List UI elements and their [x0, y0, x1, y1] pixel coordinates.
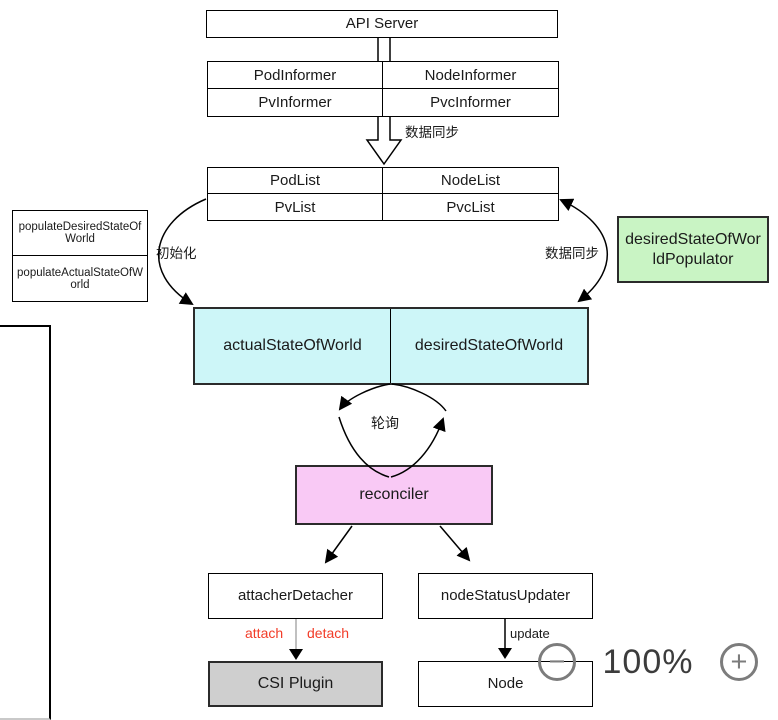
node-informer-cell: NodeInformer — [383, 62, 558, 89]
state-of-world-box: actualStateOfWorld desiredStateOfWorld — [193, 307, 589, 385]
attacher-detacher-label: attacherDetacher — [237, 586, 354, 604]
polling-loop-top-left — [338, 383, 391, 411]
node-list-cell: NodeList — [383, 168, 558, 194]
pv-informer-cell: PvInformer — [208, 89, 383, 116]
csi-plugin-label: CSI Plugin — [257, 675, 334, 692]
populate-functions-box: populateDesiredStateOfWorld populateActu… — [12, 210, 148, 302]
api-server-label: API Server — [345, 14, 419, 32]
plus-icon: + — [730, 645, 748, 678]
api-to-informers-connector — [377, 38, 391, 61]
attacher-to-csi-arrowhead — [289, 649, 303, 660]
reconciler-to-attacher-arrow — [324, 525, 353, 564]
api-server-box: API Server — [206, 10, 558, 38]
zoom-out-button[interactable]: − — [538, 643, 576, 681]
polling-label: 轮询 — [371, 415, 399, 431]
pvc-list-cell: PvcList — [446, 198, 495, 216]
update-label: update — [510, 626, 550, 641]
node-status-updater-label: nodeStatusUpdater — [440, 586, 571, 604]
pod-list-cell: PodList — [208, 168, 383, 194]
zoom-overlay: − 100% + — [538, 642, 758, 682]
pv-list-cell: PvList — [208, 194, 383, 220]
node-label: Node — [487, 674, 524, 692]
informers-to-lists-arrow — [365, 117, 403, 166]
init-label: 初始化 — [156, 246, 197, 261]
lists-grid: PodList NodeList PvList PvcList — [207, 167, 559, 221]
updater-to-node-arrowhead — [498, 648, 512, 659]
data-sync-top-label: 数据同步 — [405, 125, 459, 140]
populate-desired-state-cell: populateDesiredStateOfWorld — [13, 211, 147, 256]
pod-informer-cell: PodInformer — [208, 62, 383, 89]
reconciler-to-updater-arrow — [439, 525, 471, 562]
populate-actual-state-cell: populateActualStateOfWorld — [17, 266, 143, 291]
zoom-level: 100% — [602, 642, 694, 681]
minus-icon: − — [548, 645, 566, 678]
reconciler-label: reconciler — [359, 486, 429, 503]
actual-state-cell: actualStateOfWorld — [195, 309, 391, 383]
data-sync-side-label: 数据同步 — [545, 246, 599, 261]
attacher-detacher-box: attacherDetacher — [208, 573, 383, 619]
informers-grid: PodInformer NodeInformer PvInformer PvcI… — [207, 61, 559, 117]
pvc-informer-cell: PvcInformer — [430, 94, 511, 111]
csi-plugin-box: CSI Plugin — [208, 661, 383, 707]
reconciler-box: reconciler — [295, 465, 493, 525]
dsw-populator-box: desiredStateOfWorldPopulator — [617, 216, 769, 283]
desired-state-cell: desiredStateOfWorld — [391, 309, 587, 383]
zoom-in-button[interactable]: + — [720, 643, 758, 681]
dsw-populator-label: desiredStateOfWorldPopulator — [625, 230, 761, 268]
polling-loop-top-right — [391, 383, 447, 412]
node-status-updater-box: nodeStatusUpdater — [418, 573, 593, 619]
clipped-left-box — [0, 325, 51, 720]
detach-label: detach — [307, 625, 350, 641]
attach-label: attach — [245, 625, 284, 641]
